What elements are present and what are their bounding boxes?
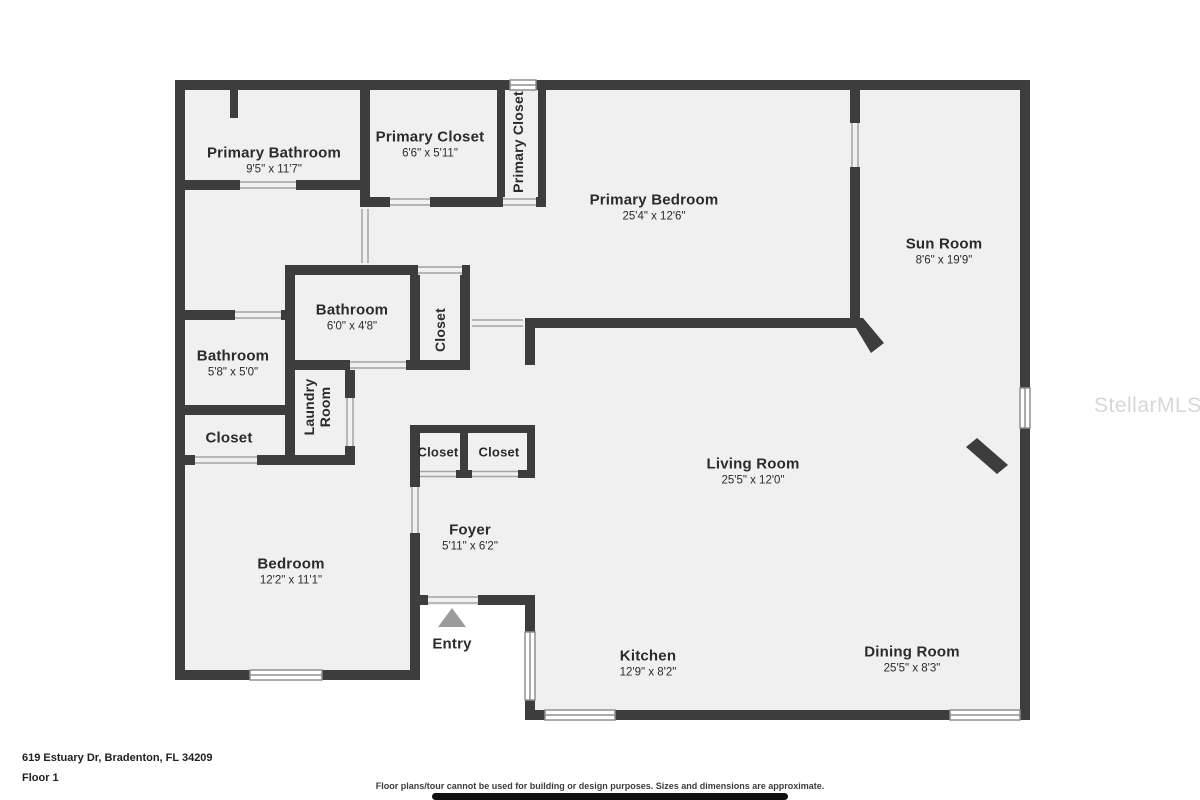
watermark: StellarMLS [1094,394,1200,417]
room-label-bathroom: Bathroom 6'0" x 4'8" [316,302,388,333]
room-dims: 6'0" x 4'8" [326,320,378,333]
room-dims: 25'5" x 8'3" [883,662,941,675]
room-name: Foyer [449,521,491,539]
room-label-kitchen: Kitchen 12'9" x 8'2" [620,648,677,679]
room-label-living-room: Living Room 25'5" x 12'0" [706,456,799,487]
room-label-primary-bathroom: Primary Bathroom 9'5" x 11'7" [207,145,341,176]
room-dims: 5'11" x 6'2" [442,540,498,553]
room-label-dining-room: Dining Room 25'5" x 8'3" [864,644,960,675]
room-name: Kitchen [619,647,677,665]
room-name: Bathroom [315,301,389,319]
room-name: Laundry Room [300,378,333,436]
room-name: Sun Room [905,235,983,253]
room-name: Living Room [706,455,800,473]
room-label-closet-hall: Closet [432,308,448,352]
floor-fill [175,80,1030,720]
room-name: Primary Bedroom [589,191,719,209]
room-name: Closet [478,444,520,460]
room-dims: 12'9" x 8'2" [619,666,677,679]
room-dims: 12'2" x 11'1" [259,574,323,587]
room-name: Primary Closet [510,91,526,193]
room-name: Primary Closet [375,128,485,146]
room-dims: 9'5" x 11'7" [246,163,302,176]
room-label-bathroom-2: Bathroom 5'8" x 5'0" [197,348,269,379]
room-label-closet-foyer-1: Closet [418,445,459,460]
room-name: Closet [432,308,448,352]
room-name: Closet [205,429,253,447]
room-name: Entry [432,635,472,653]
disclaimer-text: Floor plans/tour cannot be used for buil… [375,781,825,791]
room-name: Closet [417,444,459,460]
room-label-entry: Entry [432,636,471,653]
room-name: Bedroom [257,555,325,573]
room-dims: 5'8" x 5'0" [207,366,259,379]
room-label-sun-room: Sun Room 8'6" x 19'9" [906,236,983,267]
room-name: Bathroom [196,347,270,365]
bottom-scrollbar-handle[interactable] [432,793,788,800]
room-label-laundry-room: Laundry Room [301,374,333,440]
room-dims: 25'5" x 12'0" [721,474,785,487]
room-dims: 6'6" x 5'11" [402,147,458,160]
room-label-closet-left: Closet [205,430,252,447]
livingroom-corner-diagonal-wall [966,438,1008,474]
room-dims: 8'6" x 19'9" [915,254,973,267]
room-label-primary-closet: Primary Closet 6'6" x 5'11" [376,129,485,160]
room-label-primary-closet-2: Primary Closet [510,91,526,193]
door-openings [195,123,860,605]
floor-label: Floor 1 [22,772,59,784]
address-text: 619 Estuary Dr, Bradenton, FL 34209 [22,752,213,764]
room-label-primary-bedroom: Primary Bedroom 25'4" x 12'6" [590,192,719,223]
room-label-foyer: Foyer 5'11" x 6'2" [442,522,498,553]
room-name: Primary Bathroom [206,144,342,162]
entry-marker-triangle [438,608,466,627]
room-name: Dining Room [864,643,960,661]
room-label-bedroom: Bedroom 12'2" x 11'1" [257,556,324,587]
room-dims: 25'4" x 12'6" [622,210,686,223]
room-label-closet-foyer-2: Closet [479,445,520,460]
sunroom-corner-diagonal-wall [850,318,884,353]
windows [249,79,1031,721]
